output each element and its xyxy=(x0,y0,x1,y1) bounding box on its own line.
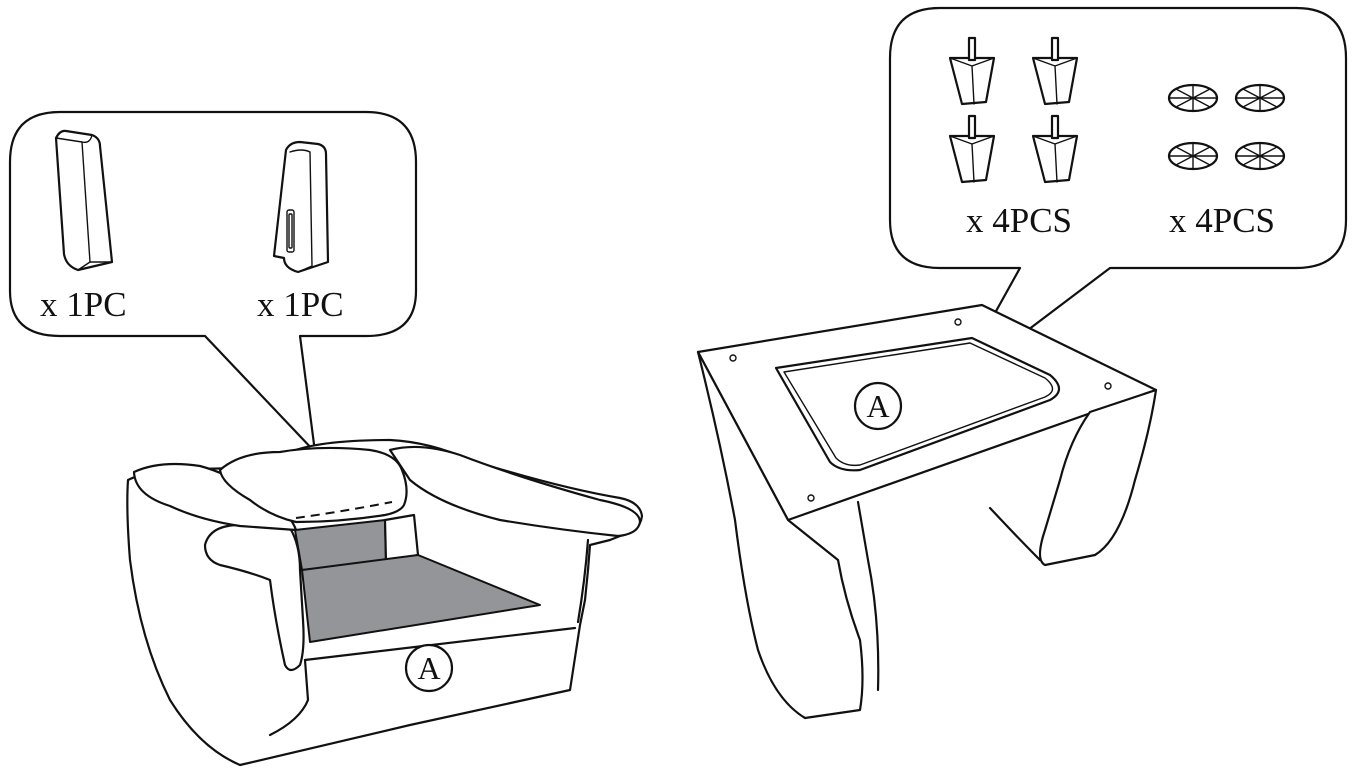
legs-qty: x 4PCS xyxy=(966,201,1072,240)
svg-text:A: A xyxy=(417,650,440,686)
base-part-label: A xyxy=(853,381,903,431)
sofa-part-label: A xyxy=(404,643,454,693)
glides-qty: x 4PCS xyxy=(1169,201,1275,240)
svg-text:A: A xyxy=(866,388,889,424)
callout-right: x 4PCS x 4PCS xyxy=(888,6,1348,387)
left-part-qty: x 1PC xyxy=(40,285,127,324)
furniture-leg-part xyxy=(948,36,1079,184)
sofa-illustration: A xyxy=(126,438,644,767)
base-illustration: A xyxy=(696,303,1158,720)
callout-left: x 1PC x 1PC xyxy=(8,110,418,454)
armrest-wedge-slotted-part xyxy=(272,140,330,274)
floor-glide-part xyxy=(1167,83,1286,171)
armrest-wedge-part xyxy=(54,129,114,272)
right-part-qty: x 1PC xyxy=(257,285,344,324)
